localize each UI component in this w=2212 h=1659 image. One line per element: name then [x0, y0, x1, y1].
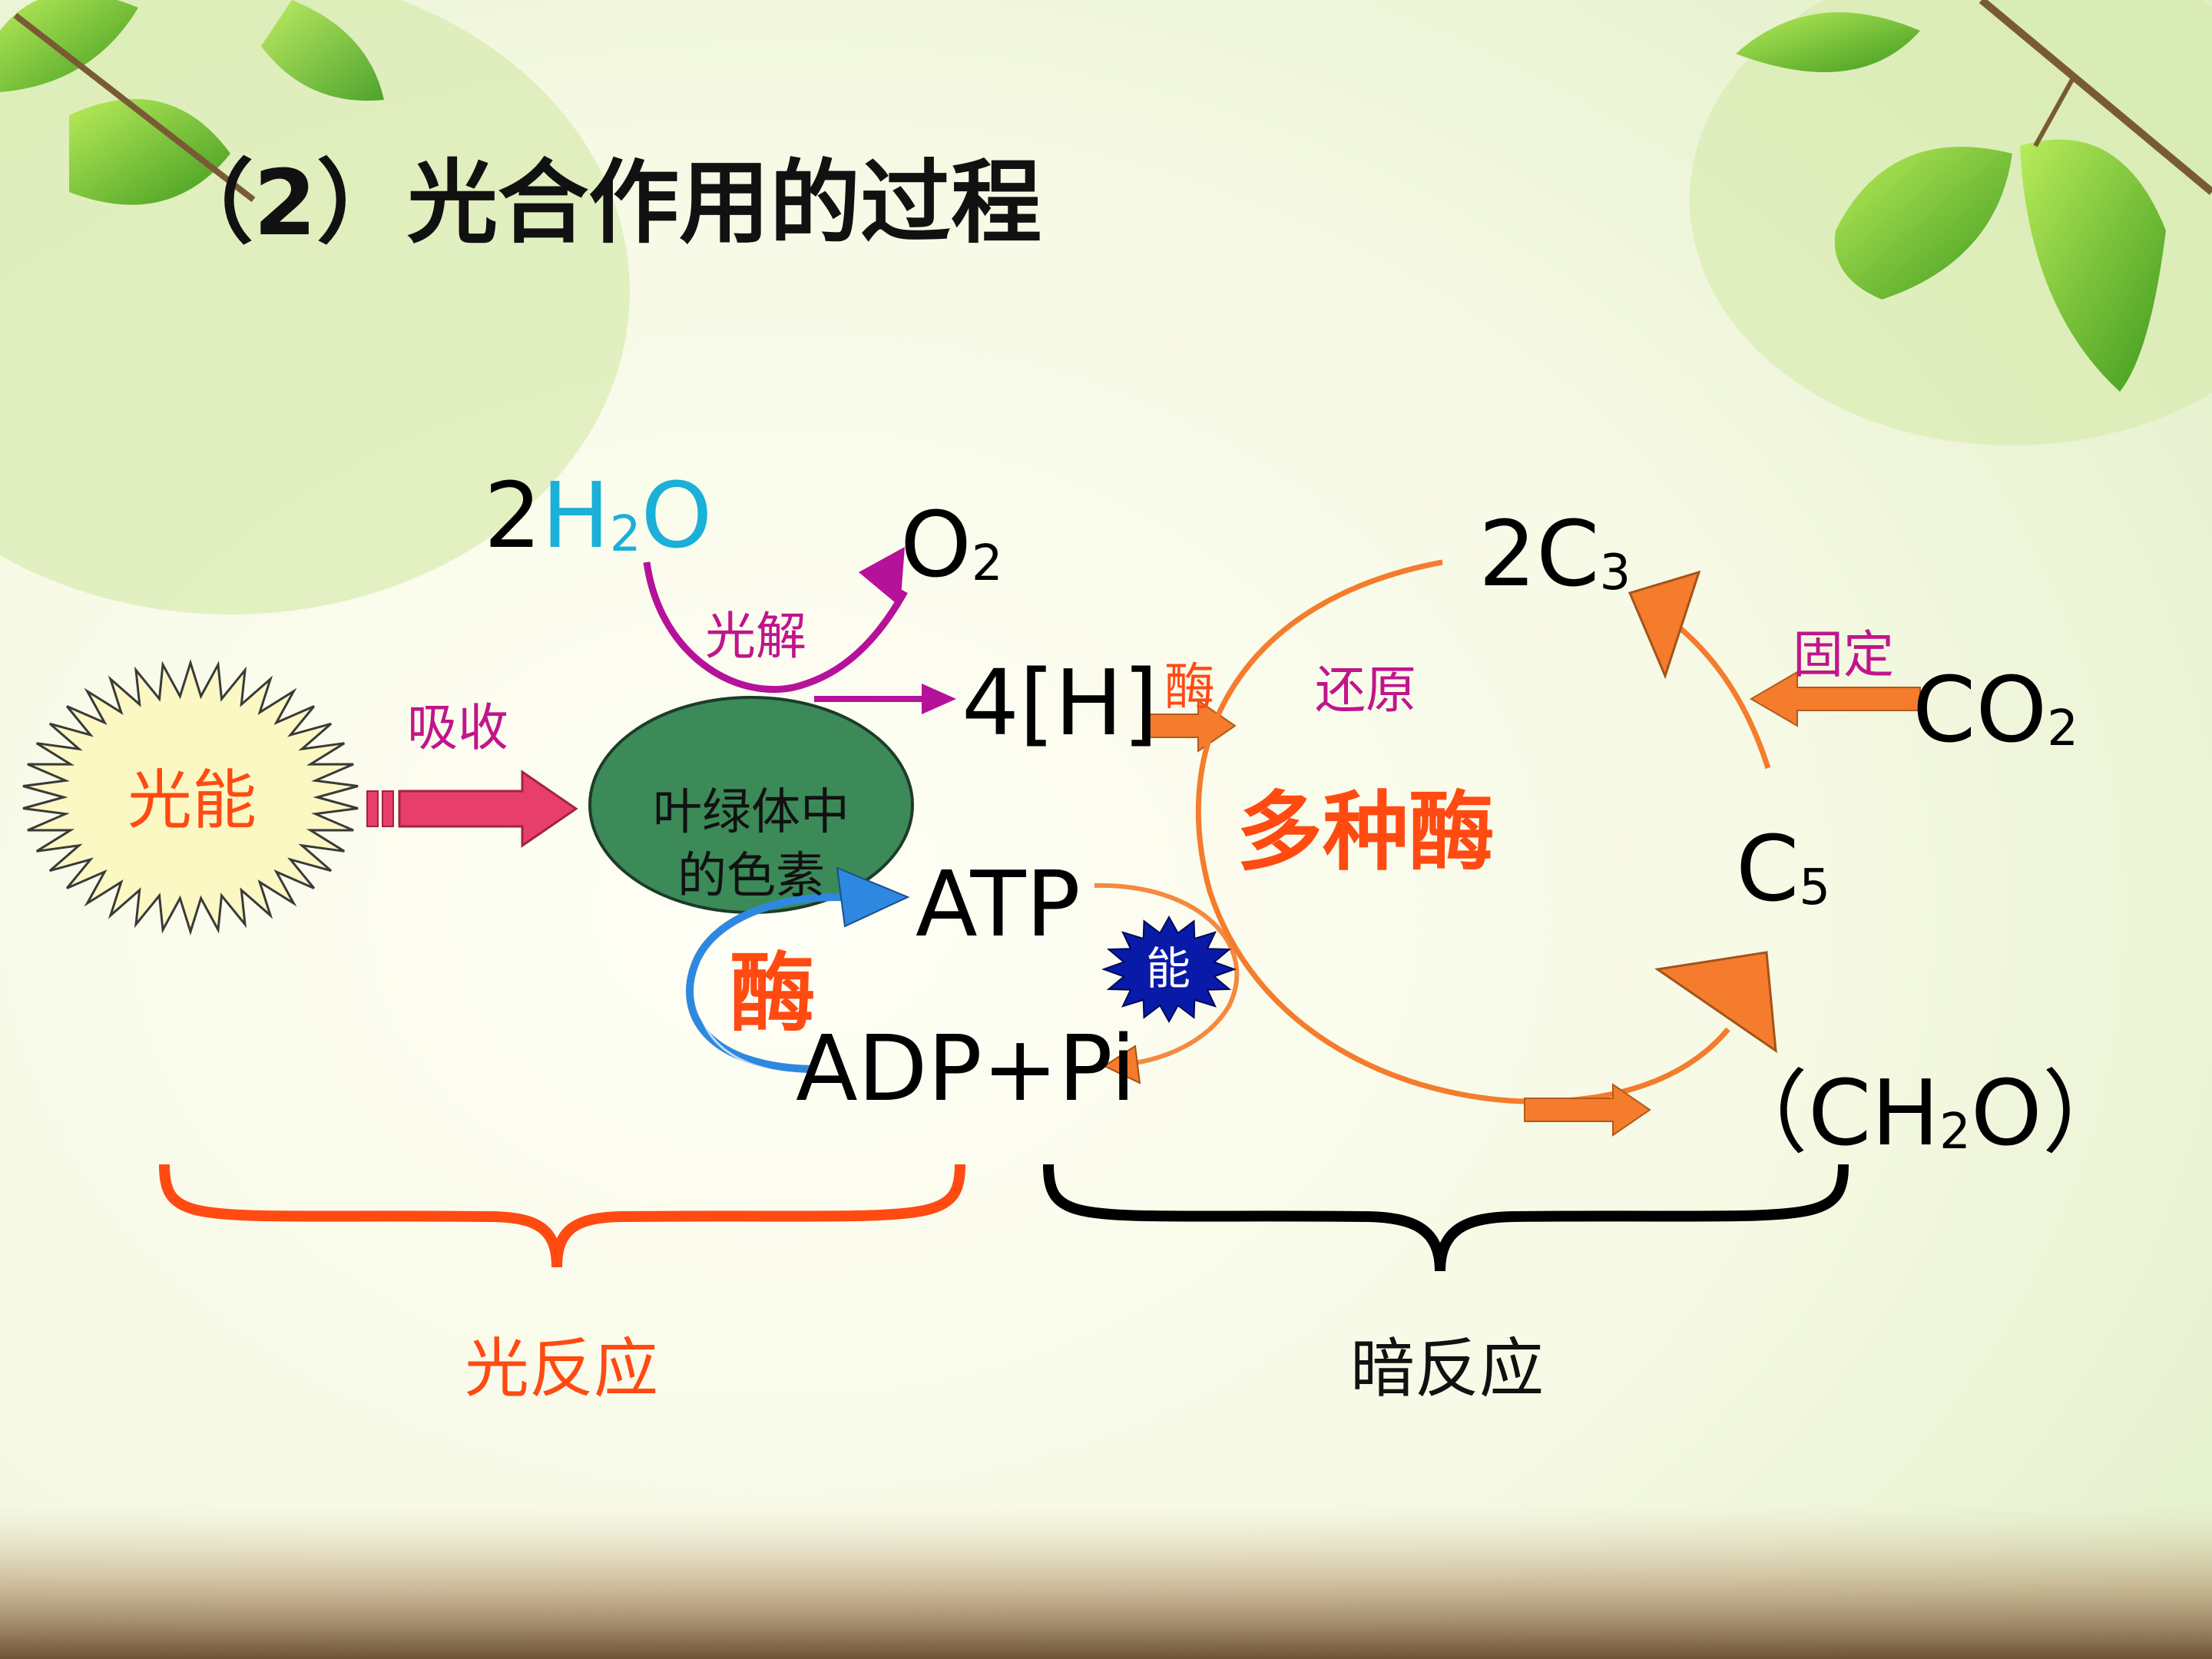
c3-formula: 2C3: [1479, 508, 1631, 599]
absorb-arrow: [366, 770, 578, 848]
c5-formula: C5: [1736, 823, 1830, 914]
ch2o-open-paren: （: [1717, 1060, 1809, 1166]
water-formula: 2H2O: [484, 470, 712, 561]
water-o: O: [641, 462, 713, 568]
soil-decoration: [0, 1505, 2212, 1659]
c5-to-c3-arrowhead: [1628, 570, 1701, 680]
c3-subscript: 3: [1599, 545, 1631, 602]
c5-subscript: 5: [1799, 859, 1831, 917]
water-subscript: 2: [609, 506, 641, 564]
adp-to-atp-arrow: [686, 866, 910, 1077]
adp-label: ADP+Pi: [796, 1015, 1136, 1121]
photolysis-arrow: [643, 547, 908, 694]
oxygen-o: O: [900, 492, 972, 598]
oxygen-formula: O2: [900, 499, 1003, 590]
photolysis-label: 光解: [705, 607, 806, 666]
c3-coefficient: 2: [1479, 501, 1537, 607]
enzyme-label-big: 酶: [730, 944, 816, 1044]
c3-c: C: [1536, 501, 1600, 607]
light-reaction-brace: [159, 1164, 965, 1268]
ch2o-subscript: 2: [1939, 1104, 1971, 1161]
pigment-to-hydrogen-arrow: [814, 684, 956, 714]
light-energy-label: 光能: [127, 763, 257, 838]
pigment-label: 叶绿体中 的色素: [590, 737, 912, 952]
ch2o-ch: CH: [1808, 1060, 1940, 1166]
energy-label: 能: [1146, 942, 1191, 995]
ch2o-o: O: [1970, 1060, 2042, 1166]
light-energy-burst: [22, 658, 359, 936]
pigment-label-line2: 的色素: [677, 848, 825, 905]
pigment-label-line1: 叶绿体中: [653, 783, 849, 841]
calvin-cycle-arrowhead: [1654, 951, 1777, 1054]
energy-burst: [1101, 915, 1237, 1024]
dark-reaction-brace: [1043, 1164, 1849, 1272]
co2-co: CO: [1912, 657, 2048, 763]
co2-subscript: 2: [2047, 700, 2078, 758]
co2-formula: CO2: [1912, 664, 2078, 755]
fixation-label: 固定: [1793, 625, 1894, 684]
oxygen-subscript: 2: [971, 535, 1003, 593]
light-reaction-label: 光反应: [465, 1331, 659, 1406]
water-coefficient: 2: [484, 462, 542, 568]
enzyme-label-small: 酶: [1164, 657, 1215, 717]
dark-reaction-label: 暗反应: [1350, 1331, 1545, 1406]
water-h: H: [541, 462, 610, 568]
many-enzymes-label: 多种酶: [1237, 783, 1495, 882]
atp-label: ATP: [916, 851, 1081, 957]
cycle-to-ch2o-arrow: [1524, 1083, 1651, 1137]
leaf-decoration-left: [0, 0, 384, 205]
c5-c: C: [1736, 816, 1800, 922]
page-title: （2）光合作用的过程: [163, 150, 1042, 256]
reduction-label: 还原: [1315, 661, 1416, 720]
leaf-decoration-right: [1736, 0, 2212, 392]
co2-fixation-arrow: [1750, 671, 1921, 727]
ch2o-close-paren: ）: [2041, 1060, 2133, 1166]
ch2o-formula: （CH2O）: [1717, 1068, 2133, 1158]
absorb-label: 吸收: [407, 698, 508, 757]
atp-to-adp-arrow: [1094, 882, 1240, 1084]
hydrogen-formula: 4[H]: [962, 650, 1158, 756]
